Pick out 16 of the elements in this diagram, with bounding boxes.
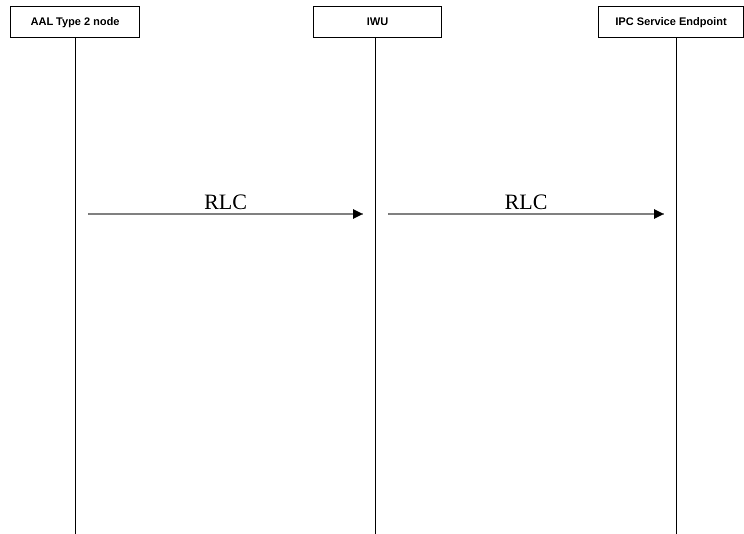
lifeline-connector (75, 38, 76, 46)
lifeline (676, 46, 677, 534)
message-label: RLC (204, 191, 247, 213)
lifeline-connector (676, 38, 677, 46)
message-label: RLC (504, 191, 548, 213)
message-arrow (88, 209, 364, 219)
lifeline (75, 46, 76, 534)
lifeline-connector (375, 38, 376, 46)
participant-name: IWU (366, 16, 388, 28)
lifeline (375, 46, 376, 534)
message-arrow (388, 209, 664, 219)
participant-name: AAL Type 2 node (30, 16, 120, 28)
participant-name: IPC Service Endpoint (615, 16, 727, 28)
participant-box (10, 6, 140, 38)
participant-box (598, 6, 744, 38)
participant-box (313, 6, 442, 38)
